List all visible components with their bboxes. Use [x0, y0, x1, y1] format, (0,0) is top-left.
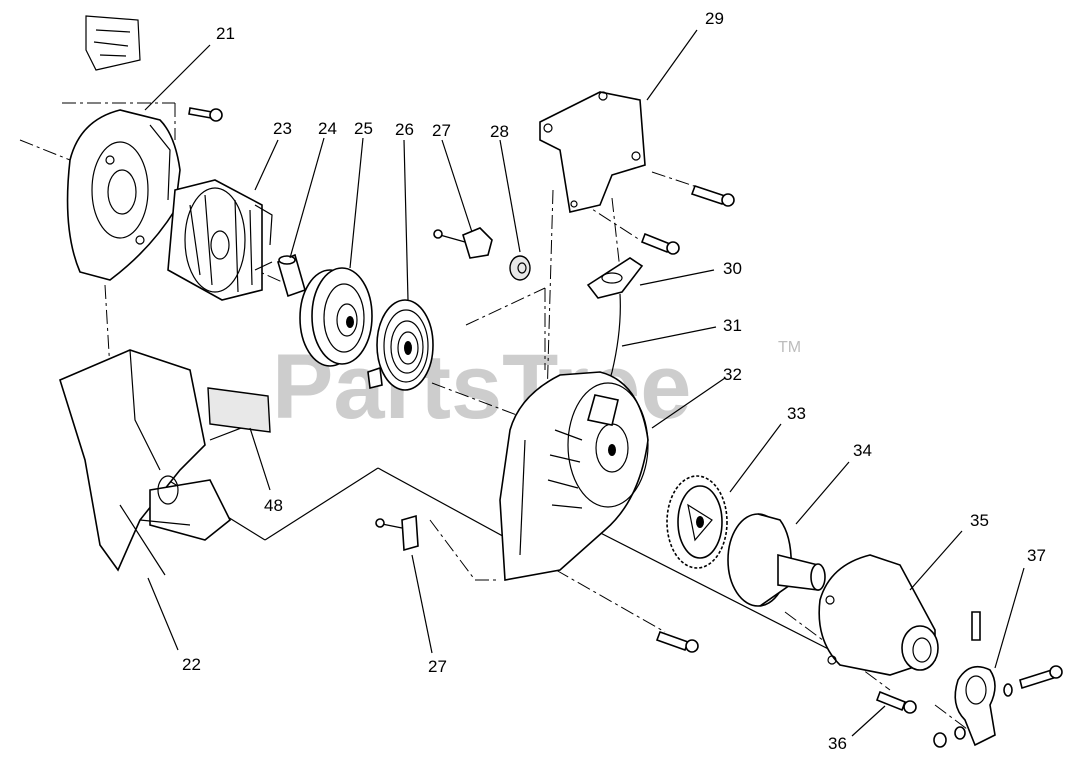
part-21-rear-housing	[66, 109, 181, 281]
label-30: 30	[723, 259, 742, 278]
part-31-rope	[604, 293, 621, 396]
watermark-trademark: TM	[778, 339, 801, 356]
label-37: 37	[1027, 546, 1046, 565]
label-33: 33	[787, 404, 806, 423]
part-labels: 21 22 23 24 25 26 27 28 29 30 31 32 33 3…	[182, 9, 1046, 753]
label-32: 32	[723, 365, 742, 384]
label-24: 24	[318, 119, 337, 138]
part-26-spring	[367, 299, 434, 391]
label-27-upper: 27	[432, 121, 451, 140]
part-24-pin	[277, 253, 306, 298]
label-27-lower: 27	[428, 657, 447, 676]
part-32-starter-housing	[499, 371, 649, 581]
label-48: 48	[264, 496, 283, 515]
label-23: 23	[273, 119, 292, 138]
part-22-guard	[59, 349, 232, 576]
part-27-clip-upper	[433, 227, 493, 259]
label-21: 21	[216, 24, 235, 43]
label-35: 35	[970, 511, 989, 530]
label-29: 29	[705, 9, 724, 28]
label-22: 22	[182, 655, 201, 674]
part-35-clutch-housing	[818, 554, 939, 676]
part-29-bracket	[539, 91, 646, 213]
part-37-clamp	[933, 611, 1063, 748]
label-31: 31	[723, 316, 742, 335]
part-27-clip-lower	[375, 514, 419, 552]
label-25: 25	[354, 119, 373, 138]
part-30-handle	[586, 257, 644, 299]
part-23-fan	[167, 179, 273, 301]
part-48-label	[207, 387, 271, 433]
part-36-bolt	[655, 630, 917, 714]
label-36: 36	[828, 734, 847, 753]
part-34-drum	[727, 513, 826, 607]
label-28: 28	[490, 122, 509, 141]
label-34: 34	[853, 441, 872, 460]
leader-lines	[144, 29, 1025, 737]
bracket-bolts	[188, 107, 735, 255]
label-26: 26	[395, 120, 414, 139]
fuel-tank-outline	[85, 15, 141, 71]
part-28-grommet	[509, 255, 531, 281]
part-33-ratchet	[666, 475, 728, 569]
part-25-pulley	[299, 267, 373, 367]
